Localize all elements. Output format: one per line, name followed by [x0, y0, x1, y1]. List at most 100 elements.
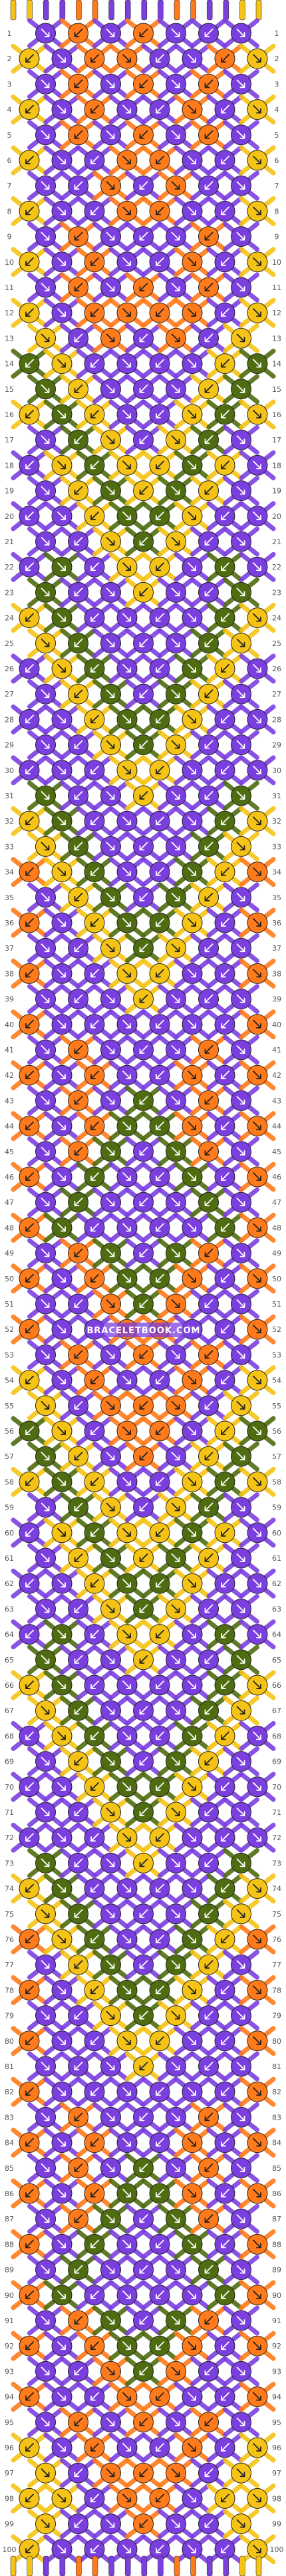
knot-arrow-icon	[41, 638, 50, 647]
knot-arrow-icon	[74, 1299, 83, 1308]
knot	[247, 2285, 268, 2306]
knot-arrow-icon	[204, 2316, 214, 2325]
knot	[149, 2488, 170, 2509]
knot-arrow-icon	[57, 1833, 66, 1842]
knot-arrow-icon	[106, 1604, 115, 1613]
knot	[133, 683, 154, 705]
knot-arrow-icon	[171, 1706, 180, 1715]
row-number-left: 58	[5, 1478, 14, 1486]
knot-arrow-icon	[90, 1375, 99, 1384]
knot-arrow-icon	[139, 435, 148, 444]
row-number-right: 90	[272, 2291, 281, 2300]
knot	[100, 785, 121, 806]
knot-arrow-icon	[90, 1172, 99, 1181]
knot	[149, 1370, 170, 1391]
knot-arrow-icon	[139, 689, 148, 699]
knot-arrow-icon	[221, 2087, 229, 2096]
knot	[247, 760, 268, 781]
knot	[166, 2056, 186, 2077]
knot	[133, 379, 154, 400]
knot	[231, 1243, 251, 1264]
knot-arrow-icon	[139, 384, 148, 393]
knot-arrow-icon	[74, 1858, 83, 1867]
knot-arrow-icon	[188, 562, 196, 571]
knot-arrow-icon	[74, 1553, 83, 1562]
row-number-left: 80	[5, 2037, 14, 2046]
knot-arrow-icon	[236, 1452, 245, 1461]
knot-arrow-icon	[253, 1629, 261, 1639]
knot	[19, 1624, 40, 1645]
knot-arrow-icon	[156, 257, 164, 266]
knot-arrow-icon	[74, 1146, 83, 1156]
knot	[247, 48, 268, 69]
knot-arrow-icon	[106, 79, 115, 88]
knot	[149, 302, 170, 323]
knot-arrow-icon	[74, 2316, 83, 2325]
knot-arrow-icon	[25, 460, 34, 470]
knot-arrow-icon	[41, 283, 50, 291]
knot-arrow-icon	[204, 1655, 214, 1664]
knot-arrow-icon	[236, 1858, 245, 1867]
knot-arrow-icon	[106, 2366, 115, 2376]
knot-arrow-icon	[188, 2494, 196, 2503]
knot	[149, 150, 170, 171]
knot	[19, 2132, 40, 2154]
knot	[68, 2259, 88, 2281]
knot-arrow-icon	[253, 664, 261, 673]
knot	[100, 2513, 121, 2535]
knot-arrow-icon	[139, 1502, 148, 1512]
knot-arrow-icon	[204, 1502, 214, 1512]
knot	[68, 2360, 88, 2382]
row-number-left: 56	[5, 1427, 14, 1436]
string-end	[141, 0, 148, 21]
knot	[182, 404, 203, 425]
knot	[51, 1370, 72, 1391]
knot	[35, 531, 56, 552]
knot	[100, 73, 121, 94]
knot-arrow-icon	[25, 765, 34, 774]
knot	[231, 2158, 251, 2179]
knot-arrow-icon	[41, 2112, 50, 2122]
knot	[182, 1878, 203, 1899]
knot	[19, 760, 40, 781]
knot-arrow-icon	[106, 943, 115, 953]
knot-arrow-icon	[41, 1909, 50, 1918]
knot	[149, 1624, 170, 1645]
knot	[84, 556, 105, 577]
knot	[100, 2412, 121, 2433]
knot	[214, 1420, 235, 1442]
knot	[166, 937, 186, 959]
knot	[133, 1039, 154, 1060]
knot	[182, 2539, 203, 2560]
row-number-left: 12	[5, 309, 14, 317]
knot	[84, 658, 105, 679]
knot	[198, 1395, 219, 1416]
knot-arrow-icon	[122, 1629, 131, 1639]
knot	[166, 1802, 186, 1823]
knot-arrow-icon	[90, 1935, 99, 1943]
knot	[19, 1776, 40, 1798]
knot-arrow-icon	[139, 1655, 148, 1664]
knot-arrow-icon	[74, 2519, 83, 2528]
knot	[198, 327, 219, 349]
knot	[100, 1293, 121, 1315]
knot	[149, 48, 170, 69]
knot	[198, 2513, 219, 2535]
knot	[51, 810, 72, 832]
knot	[133, 1293, 154, 1315]
knot-arrow-icon	[236, 842, 245, 851]
string-end	[10, 2555, 17, 2576]
knot	[182, 2437, 203, 2458]
knot-arrow-icon	[221, 2544, 229, 2553]
row-number-left: 60	[5, 1529, 14, 1537]
knot	[166, 175, 186, 196]
knot	[247, 454, 268, 476]
knot-arrow-icon	[25, 2443, 34, 2452]
knot-arrow-icon	[204, 842, 214, 851]
knot	[149, 607, 170, 629]
knot-arrow-icon	[57, 2544, 66, 2553]
knot-arrow-icon	[41, 2163, 50, 2172]
knot-arrow-icon	[236, 1248, 245, 1257]
knot-arrow-icon	[236, 1553, 245, 1562]
knot	[182, 2030, 203, 2052]
